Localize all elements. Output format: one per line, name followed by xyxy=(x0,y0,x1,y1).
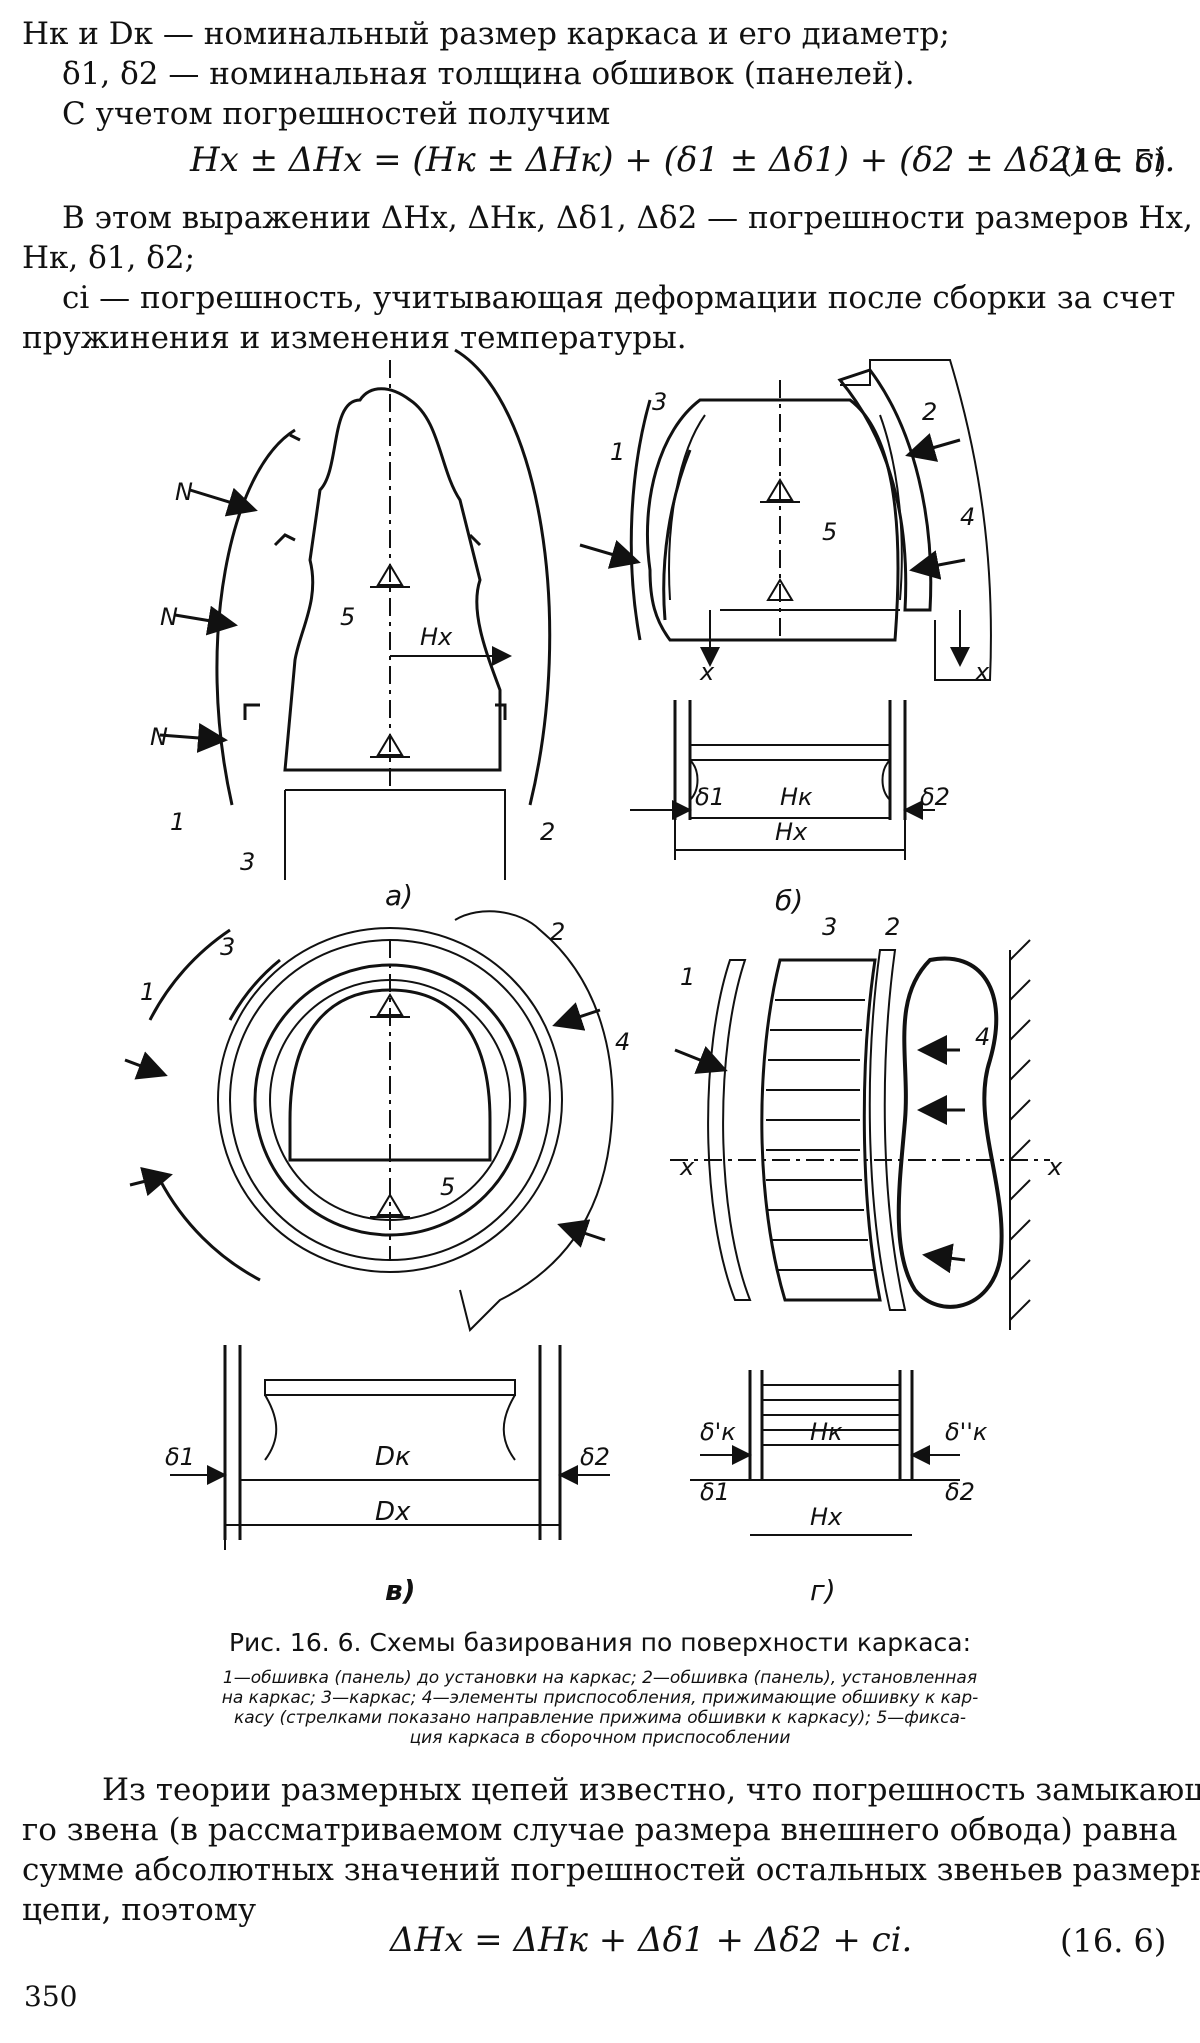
equation-number: (16. 6) xyxy=(1060,1922,1167,1960)
text-line: сумме абсолютных значений погрешностей о… xyxy=(22,1852,1200,1888)
equation-16-6: ΔHx = ΔHк + Δδ1 + Δδ2 + ci. xyxy=(390,1920,913,1960)
text-line: го звена (в рассматриваемом случае разме… xyxy=(22,1812,1178,1848)
scheme-g xyxy=(670,939,1050,1536)
text-line: С учетом погрешностей получим xyxy=(62,96,611,132)
label-3: 3 xyxy=(220,933,235,961)
label-Hx: Hx xyxy=(810,1503,843,1531)
label-2: 2 xyxy=(550,918,565,946)
label-x: x xyxy=(974,658,990,686)
label-d2: δ2 xyxy=(580,1443,610,1471)
label-d2: δ2 xyxy=(920,783,950,811)
figure-caption-line: 1—обшивка (панель) до установки на карка… xyxy=(222,1668,978,1688)
scheme-v xyxy=(124,910,614,1550)
label-Dk: Dк xyxy=(375,1442,411,1472)
label-1: 1 xyxy=(140,978,155,1006)
label-dk1: δ'к xyxy=(700,1418,736,1446)
label-v: в) xyxy=(385,1574,416,1607)
label-Hk: Hк xyxy=(810,1418,843,1446)
label-3: 3 xyxy=(652,388,667,416)
label-b: б) xyxy=(775,884,803,917)
label-g: г) xyxy=(810,1574,836,1607)
figure-caption-line: ция каркаса в сборочном приспособлении xyxy=(409,1728,791,1748)
label-Dx: Dx xyxy=(375,1497,411,1527)
label-1: 1 xyxy=(680,963,695,991)
label-4: 4 xyxy=(615,1028,630,1056)
label-x: x xyxy=(699,658,715,686)
figure-caption-line: на каркас; 3—каркас; 4—элементы приспосо… xyxy=(221,1688,979,1708)
equation-16-5: Hx ± ΔHx = (Hк ± ΔHк) + (δ1 ± Δδ1) + (δ2… xyxy=(190,140,1176,180)
label-dk2: δ''к xyxy=(945,1418,988,1446)
text-line: пружинения и изменения температуры. xyxy=(22,320,687,356)
label-N: N xyxy=(160,603,178,631)
figure-caption-line: касу (стрелками показано направление при… xyxy=(233,1708,967,1728)
label-2: 2 xyxy=(885,913,900,941)
label-5: 5 xyxy=(340,603,355,631)
label-2: 2 xyxy=(540,818,555,846)
page-number: 350 xyxy=(24,1980,78,2013)
label-x: x xyxy=(1047,1153,1063,1181)
label-N: N xyxy=(175,478,193,506)
label-x: x xyxy=(679,1153,695,1181)
text-line: ci — погрешность, учитывающая деформации… xyxy=(62,280,1176,316)
equation-number: (16. 5) xyxy=(1060,142,1167,180)
text-line: Hк, δ1, δ2; xyxy=(22,240,196,276)
text-line: цепи, поэтому xyxy=(22,1892,257,1928)
text-line: В этом выражении ΔHx, ΔHк, Δδ1, Δδ2 — по… xyxy=(62,200,1193,236)
label-Hx: Hx xyxy=(775,818,808,846)
label-N: N xyxy=(150,723,168,751)
scheme-b xyxy=(579,359,992,860)
label-a: а) xyxy=(385,879,413,912)
label-d1: δ1 xyxy=(700,1478,730,1506)
label-3: 3 xyxy=(240,848,255,876)
label-4: 4 xyxy=(975,1023,990,1051)
label-5: 5 xyxy=(822,518,837,546)
label-5: 5 xyxy=(440,1173,455,1201)
scheme-a xyxy=(159,348,552,880)
text-line: Из теории размерных цепей известно, что … xyxy=(102,1772,1200,1808)
figure-caption-title: Рис. 16. 6. Схемы базирования по поверхн… xyxy=(228,1628,972,1657)
text-line: Hк и Dк — номинальный размер каркаса и е… xyxy=(22,16,950,52)
label-1: 1 xyxy=(170,808,185,836)
technical-figure-16-6: N N N Hx 5 1 3 2 а) xyxy=(124,348,1063,1607)
label-Hk: Hк xyxy=(780,783,813,811)
label-Hx: Hx xyxy=(420,623,453,651)
label-d1: δ1 xyxy=(165,1443,195,1471)
label-d1: δ1 xyxy=(695,783,725,811)
label-4: 4 xyxy=(960,503,975,531)
text-line: δ1, δ2 — номинальная толщина обшивок (па… xyxy=(62,56,915,92)
label-3: 3 xyxy=(822,913,837,941)
label-1: 1 xyxy=(610,438,625,466)
label-d2: δ2 xyxy=(945,1478,975,1506)
label-2: 2 xyxy=(922,398,937,426)
